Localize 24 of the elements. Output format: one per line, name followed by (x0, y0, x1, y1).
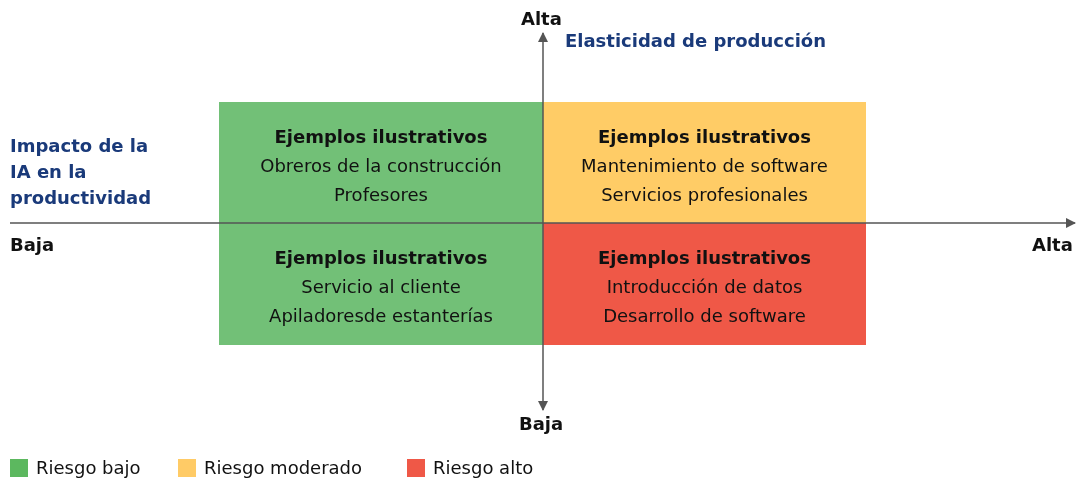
legend-text: Riesgo alto (433, 457, 534, 478)
legend-text: Riesgo moderado (204, 457, 363, 478)
quadrant-panel (543, 223, 866, 345)
example-text: Desarrollo de software (603, 304, 806, 328)
quadrant-heading: Ejemplos ilustrativos (598, 125, 811, 149)
example-text: Apiladoresde estanterías (269, 304, 493, 328)
axis-end-label: Alta (1032, 233, 1073, 257)
example-text: Servicios profesionales (601, 183, 808, 207)
example-text: Obreros de la construcción Profesores (259, 154, 503, 207)
axis-end-label: Alta (521, 7, 562, 31)
quadrant-panel (543, 102, 866, 223)
legend-text: Riesgo bajo (36, 457, 141, 478)
axis-end-label: Baja (519, 412, 564, 436)
example-text: Mantenimiento de software (581, 154, 828, 178)
quadrant-heading: Ejemplos ilustrativos (274, 125, 488, 149)
quadrant-panel (219, 223, 543, 345)
example-text: Servicio al cliente (301, 275, 461, 299)
quadrant-heading: Ejemplos ilustrativos (598, 246, 811, 270)
example-text: Introducción de datos (606, 275, 803, 299)
axis-title: Elasticidad de producción (565, 29, 826, 53)
axis-end-label: Baja (10, 233, 55, 257)
quadrant-panel (219, 102, 543, 223)
quadrant-heading: Ejemplos ilustrativos (274, 246, 488, 270)
axis-title: Impacto de la IA en la productividad (10, 134, 153, 210)
